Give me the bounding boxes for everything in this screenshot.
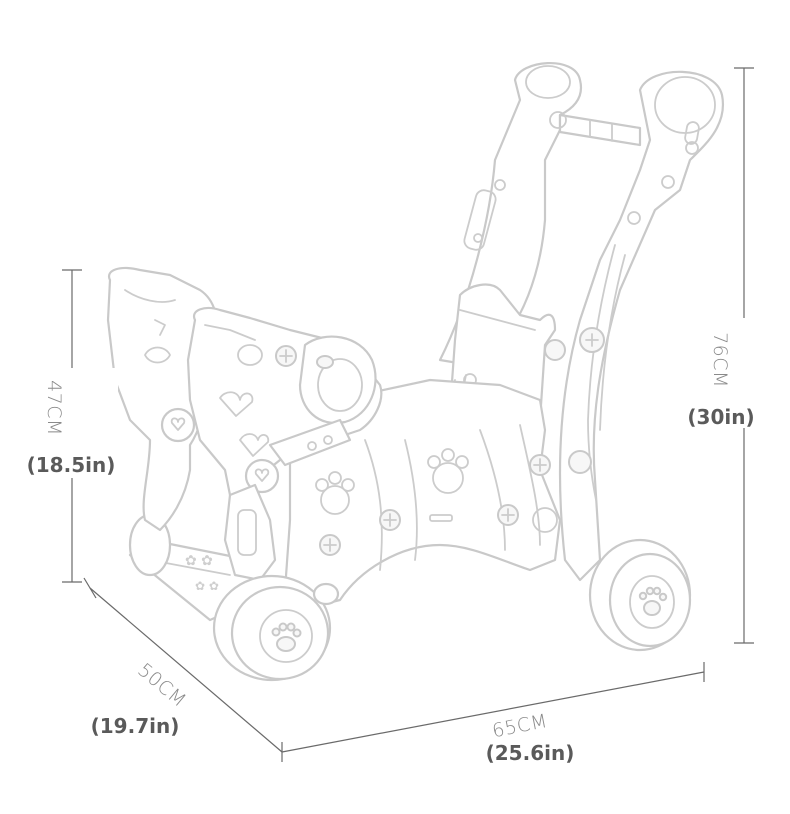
paw-print-icon xyxy=(638,586,668,616)
height-dimension-left: 47CM (18.5in) xyxy=(18,269,118,583)
heart-icon xyxy=(244,458,280,494)
height-left-in-label: (18.5in) xyxy=(27,453,116,477)
wheel-front-left xyxy=(212,574,332,682)
height-left-cm-label: 47CM xyxy=(43,380,65,436)
baby-walker-illustration: ✿ ✿ ✿ ✿ xyxy=(106,61,725,682)
width-dimension: 65CM (25.6in) xyxy=(281,662,705,765)
height-right-in-label: (30in) xyxy=(687,405,754,429)
depth-in-label: (19.7in) xyxy=(91,714,180,738)
heart-icon xyxy=(160,407,196,443)
paw-print-icon xyxy=(271,622,302,652)
height-dimension-right: 76CM (30in) xyxy=(687,67,765,644)
height-right-cm-label: 76CM xyxy=(709,332,731,388)
paw-print-icon xyxy=(532,507,558,533)
paw-print-icon xyxy=(427,448,469,494)
svg-text:✿ ✿: ✿ ✿ xyxy=(185,553,213,569)
width-in-label: (25.6in) xyxy=(486,741,575,765)
width-cm-label: 65CM xyxy=(490,710,549,742)
svg-text:✿ ✿: ✿ ✿ xyxy=(195,579,219,593)
paw-print-icon xyxy=(315,471,355,515)
wheel-front-right xyxy=(588,538,692,652)
